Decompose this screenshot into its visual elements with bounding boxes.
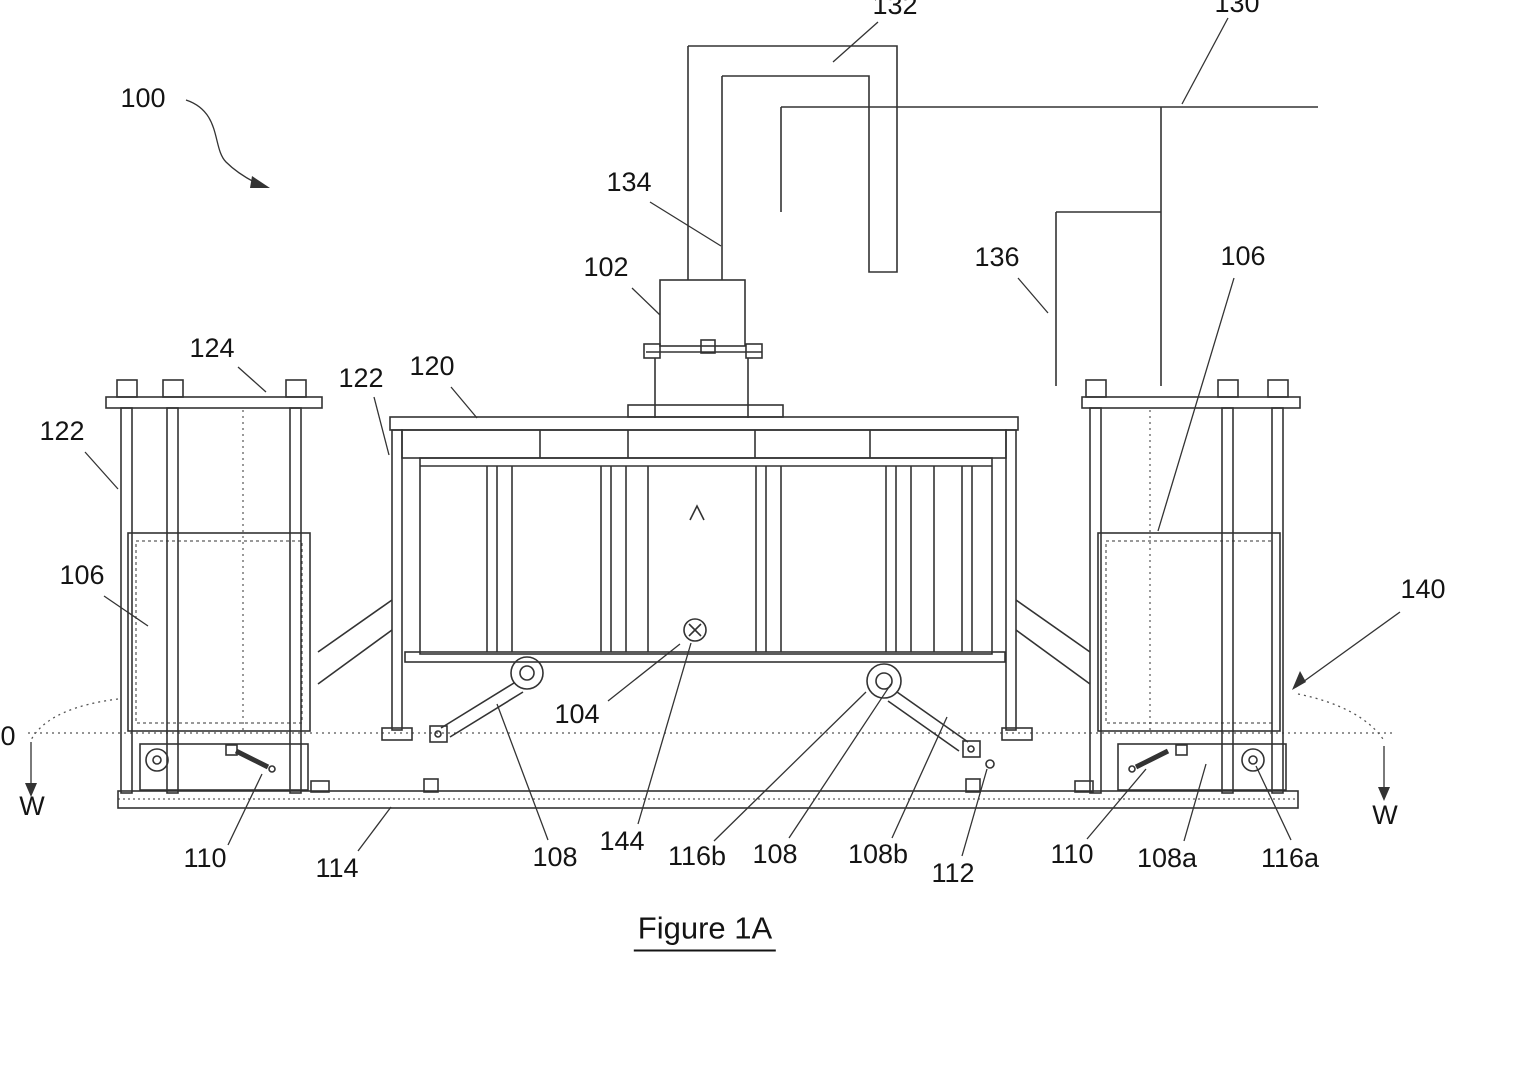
right-support-frame (1015, 379, 1301, 794)
ref-label-106-right: 106 (1220, 240, 1266, 271)
ref-label-108b: 108b (847, 838, 909, 869)
ref-label-108a: 108a (1136, 842, 1198, 873)
ref-label-106-left: 106 (59, 559, 105, 590)
ref-label-130: 130 (1214, 0, 1260, 18)
ref-label-114: 114 (315, 852, 359, 883)
base-platform (117, 790, 1299, 809)
ref-label-102: 102 (583, 251, 629, 282)
ref-label-144: 144 (599, 825, 645, 856)
arrowheads (25, 176, 1390, 801)
top-piping (643, 45, 1318, 418)
ref-label-140: 140 (1400, 573, 1446, 604)
ref-label-132: 132 (872, 0, 918, 20)
ref-label-edge-fragment: 0 (0, 720, 16, 751)
pivot-arm-assemblies (423, 656, 995, 793)
section-label-w-left: W (19, 790, 45, 821)
ref-label-110-right: 110 (1050, 838, 1094, 869)
ref-label-136: 136 (974, 241, 1020, 272)
section-line (28, 693, 1395, 743)
ref-label-100: 100 (120, 82, 166, 113)
section-label-w-right: W (1372, 799, 1398, 830)
ref-label-116b: 116b (667, 840, 727, 871)
ref-label-120: 120 (409, 350, 455, 381)
ref-label-108-left: 108 (532, 841, 578, 872)
ref-label-108-mid: 108 (752, 838, 798, 869)
ref-label-122-left: 122 (39, 415, 85, 446)
ref-label-122-mid: 122 (338, 362, 384, 393)
ref-label-134: 134 (606, 166, 652, 197)
central-vessel (381, 404, 1033, 741)
left-support-frame (105, 379, 393, 794)
ref-label-112: 112 (931, 857, 975, 888)
ref-label-124: 124 (189, 332, 235, 363)
ref-label-116a: 116a (1260, 842, 1320, 873)
ref-label-110-left: 110 (183, 842, 227, 873)
leader-lines (30, 17, 1401, 857)
ref-label-104: 104 (554, 698, 600, 729)
figure-caption: Figure 1A (633, 911, 777, 952)
